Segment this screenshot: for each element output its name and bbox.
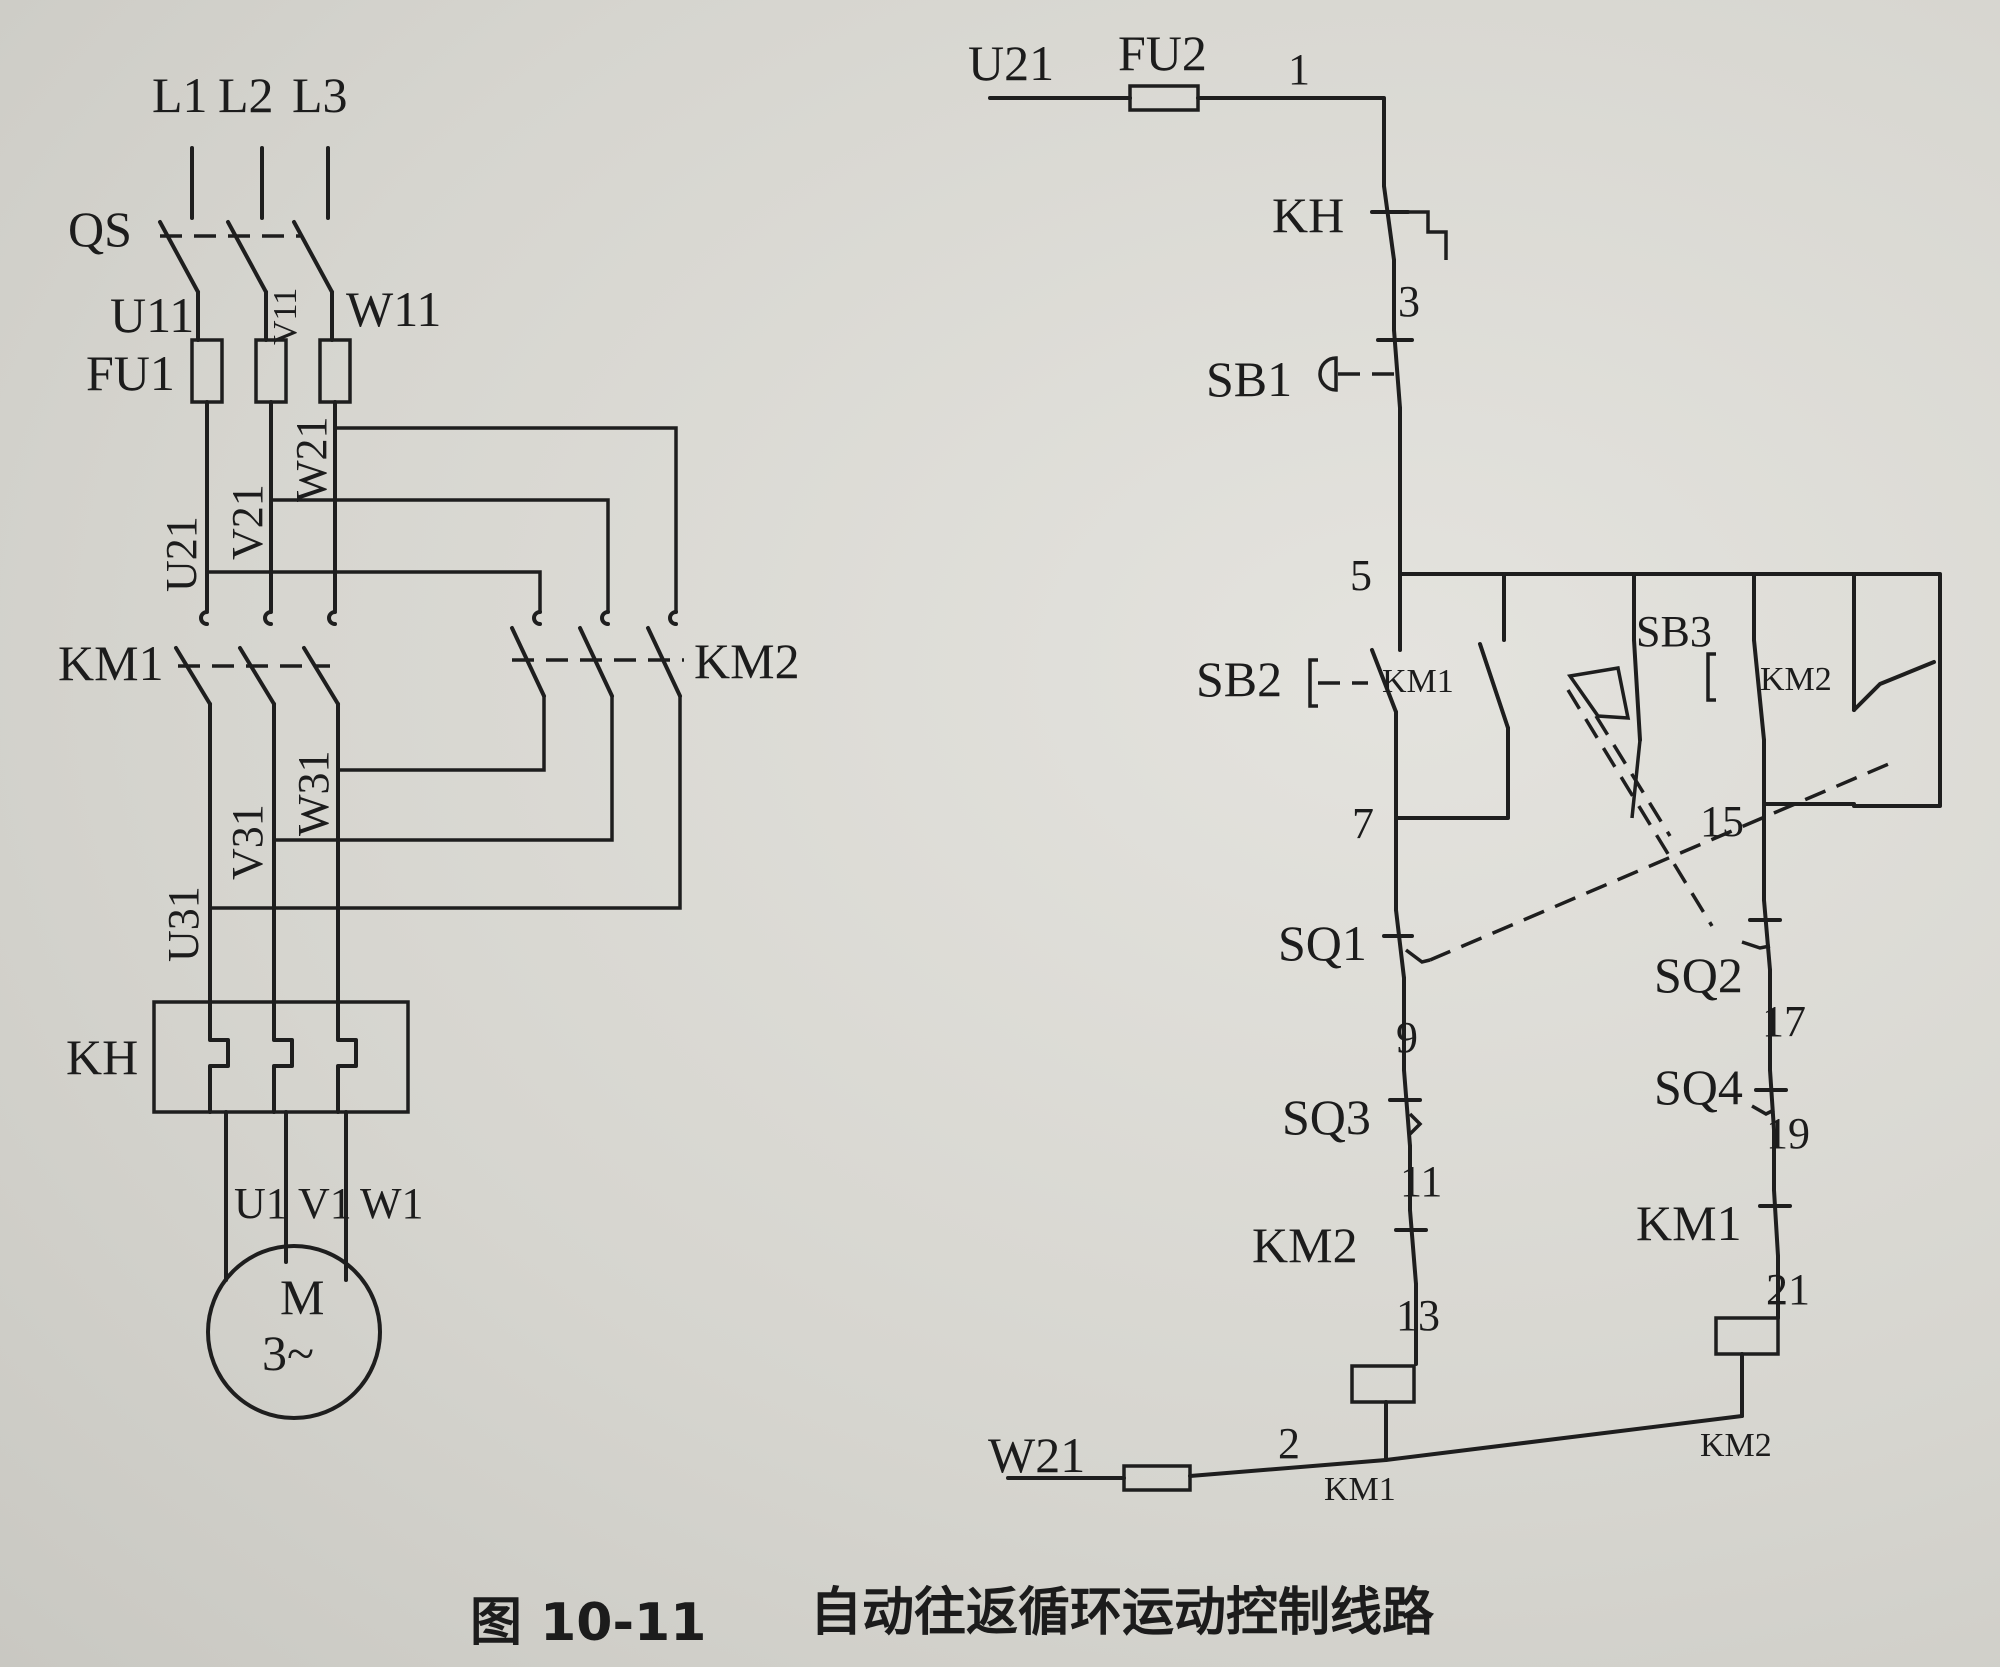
km2-main-contacts — [210, 610, 684, 910]
w21-supply-label: W21 — [988, 1427, 1085, 1483]
motor-phase: 3~ — [262, 1325, 314, 1381]
km1-aux-label: KM1 — [1382, 663, 1454, 700]
u11-label: U11 — [110, 287, 194, 343]
sq1-nc-contact — [1382, 908, 1431, 1072]
sq2-nc-contact — [1741, 898, 1782, 1072]
v31-label: V31 — [223, 804, 272, 880]
phase-label-l1: L1 — [152, 67, 208, 123]
km1-aux-contact — [1394, 642, 1510, 820]
kh-heater-elements — [208, 1008, 358, 1282]
km2-main-label: KM2 — [694, 633, 800, 689]
w21-label: W21 — [287, 416, 336, 502]
sq3-label: SQ3 — [1282, 1089, 1371, 1145]
v1-label: V1 — [298, 1179, 352, 1228]
km2-interlock-label: KM2 — [1252, 1217, 1358, 1273]
sb1-stop-button — [1318, 328, 1414, 576]
v21-label: V21 — [223, 484, 272, 560]
node-19: 19 — [1766, 1109, 1810, 1158]
sq1-mechanical-link — [1429, 758, 1899, 962]
node-3: 3 — [1398, 277, 1420, 326]
km1-coil-label: KM1 — [1324, 1471, 1396, 1508]
sq2-mechanical-link — [1566, 689, 1714, 927]
caption-title: 自动往返循环运动控制线路 — [810, 1583, 1435, 1643]
figure-caption: 图 10-11 自动往返循环运动控制线路 — [470, 1583, 1435, 1653]
fu1-fuse-1 — [190, 338, 224, 404]
qs-switch-symbol — [158, 220, 334, 342]
main-circuit: L1 L2 L3 QS U11 V11 W11 FU1 U21 V21 W — [58, 67, 800, 1420]
node-15: 15 — [1700, 797, 1744, 846]
qs-label: QS — [68, 201, 132, 257]
km2-coil-label: KM2 — [1700, 1427, 1772, 1464]
control-circuit: U21 FU2 1 KH 3 SB1 5 SB2 — [968, 25, 1942, 1508]
u1-label: U1 — [234, 1179, 288, 1228]
kh-nc-contact — [1370, 184, 1448, 332]
km1-main-label: KM1 — [58, 635, 164, 691]
node-21: 21 — [1766, 1265, 1810, 1314]
motor-symbol: M — [280, 1269, 324, 1325]
sb3-start-button — [1566, 638, 1672, 837]
u21-label: U21 — [157, 516, 206, 592]
phase-label-l2: L2 — [218, 67, 274, 123]
node-13: 13 — [1396, 1291, 1440, 1340]
caption-figure-number: 图 10-11 — [470, 1593, 706, 1653]
bus-node-5 — [1398, 572, 1942, 808]
sq1-label: SQ1 — [1278, 915, 1367, 971]
fu2-fuse-bottom — [1122, 1464, 1192, 1492]
km2-aux-label: KM2 — [1760, 661, 1832, 698]
branch-u21-km2 — [207, 570, 542, 612]
km2-coil — [1714, 1316, 1780, 1356]
u31-label: U31 — [159, 886, 208, 962]
sq4-nc-contact — [1751, 1068, 1788, 1192]
sq3-nc-contact — [1388, 1068, 1423, 1212]
sq2-label: SQ2 — [1654, 947, 1743, 1003]
fu2-label: FU2 — [1118, 25, 1207, 81]
km1-main-contacts — [174, 610, 340, 1012]
node-9: 9 — [1396, 1013, 1418, 1062]
sb2-label: SB2 — [1196, 651, 1282, 707]
node-7: 7 — [1352, 799, 1374, 848]
node-2: 2 — [1278, 1419, 1300, 1468]
branch-v21-km2 — [271, 498, 610, 612]
w11-label: W11 — [346, 281, 441, 337]
w31-label: W31 — [289, 750, 338, 836]
kh-overload-box — [152, 1000, 410, 1114]
node-17: 17 — [1762, 997, 1806, 1046]
node-11: 11 — [1400, 1157, 1442, 1206]
sq4-label: SQ4 — [1654, 1059, 1743, 1115]
bottom-wire-right — [1188, 1414, 1744, 1478]
sb1-label: SB1 — [1206, 351, 1292, 407]
km1-interlock-contact — [1758, 1188, 1792, 1320]
u21-supply-label: U21 — [968, 35, 1054, 91]
km1-coil — [1350, 1364, 1416, 1404]
kh-ctrl-label: KH — [1272, 187, 1344, 243]
node-5: 5 — [1350, 551, 1372, 600]
v11-label: V11 — [267, 288, 304, 345]
sb2-start-button — [1308, 572, 1402, 820]
fu1-fuse-2 — [254, 338, 288, 404]
fu1-fuse-3 — [318, 338, 352, 404]
fu2-fuse-top — [1128, 84, 1200, 112]
fu1-label: FU1 — [86, 345, 175, 401]
kh-main-label: KH — [66, 1029, 138, 1085]
phase-label-l3: L3 — [292, 67, 348, 123]
km2-interlock-contact — [1394, 1208, 1428, 1366]
motor-circle — [206, 1244, 382, 1420]
branch-w21-km2 — [335, 426, 678, 612]
top-wire-right — [1196, 96, 1386, 188]
sb3-label: SB3 — [1636, 607, 1712, 656]
node-1: 1 — [1288, 45, 1310, 94]
km1-interlock-label: KM1 — [1636, 1195, 1742, 1251]
w1-label: W1 — [360, 1179, 424, 1228]
